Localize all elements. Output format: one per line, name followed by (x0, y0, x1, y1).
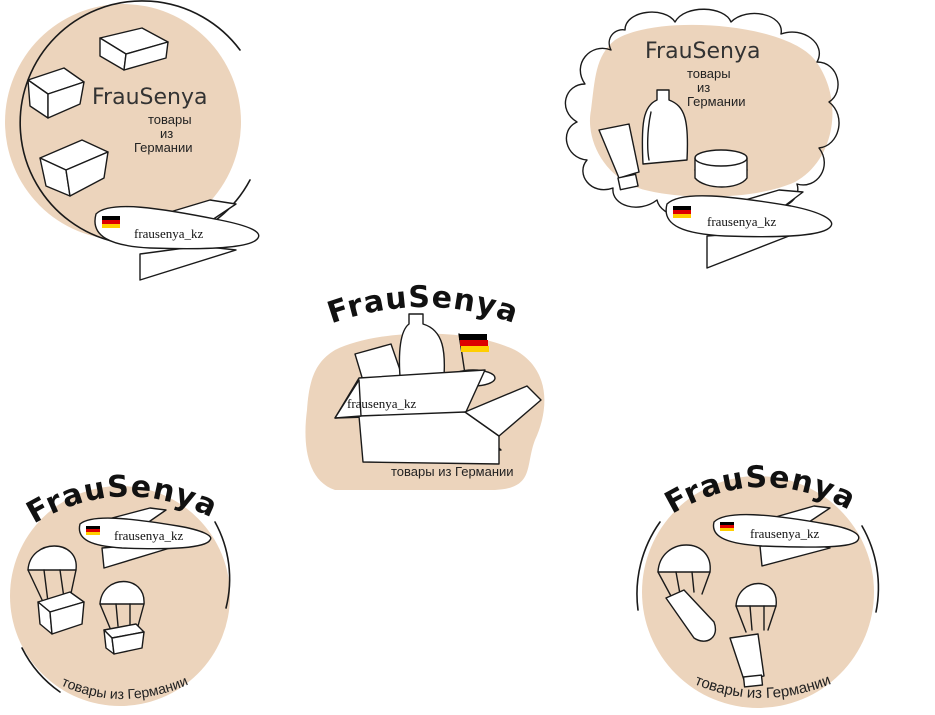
handle-text: frausenya_kz (707, 214, 777, 229)
logo-variant-open-box: FrauSenya frausenya_kz товары из Германи… (295, 280, 565, 500)
jar-icon (694, 149, 748, 188)
logo-variant-cosmetics-cloud: FrauSenya товары из Германии frausenya_k… (535, 0, 845, 275)
germany-flag-icon (673, 206, 691, 218)
parachute-box-icon (99, 580, 145, 655)
brand-name: FrauSenya (92, 85, 207, 110)
airplane-icon (712, 505, 860, 567)
tagline-line2: из (160, 126, 173, 141)
germany-flag-icon (720, 522, 734, 531)
handle-text: frausenya_kz (750, 526, 820, 541)
logo-variant-boxes-circle: FrauSenya товары из Германии frausenya_k… (0, 0, 270, 290)
parachute-bottle-icon (657, 544, 717, 642)
cream-tube-icon (598, 123, 640, 191)
tagline-line3: Германии (687, 94, 746, 109)
airplane-icon (665, 189, 833, 269)
tagline-line1: товары (148, 112, 192, 127)
parachute-box-icon (27, 545, 85, 635)
box-icon (99, 27, 169, 71)
logo-variant-parachute-cosmetics: FrauSenya frausenya_kz товары из Германи… (630, 460, 892, 715)
germany-flag-icon (86, 526, 100, 535)
tagline-line3: Германии (134, 140, 193, 155)
brand-name: FrauSenya (645, 39, 760, 64)
airplane-icon (78, 507, 212, 569)
box-icon (334, 369, 542, 465)
handle-text: frausenya_kz (347, 396, 417, 411)
logo-variant-parachute-boxes: FrauSenya frausenya_kz товары из Германи… (0, 469, 250, 715)
tagline-line1: товары (687, 66, 731, 81)
airplane-icon (94, 199, 260, 281)
tagline-text: товары из Германии (391, 464, 514, 479)
bottle-icon (641, 89, 689, 165)
tagline-line2: из (697, 80, 710, 95)
germany-flag-icon (102, 216, 120, 228)
box-icon (27, 67, 85, 119)
germany-flag-icon (458, 333, 489, 375)
box-icon (39, 139, 109, 197)
parachute-tube-icon (729, 582, 777, 688)
handle-text: frausenya_kz (134, 226, 204, 241)
handle-text: frausenya_kz (114, 528, 184, 543)
